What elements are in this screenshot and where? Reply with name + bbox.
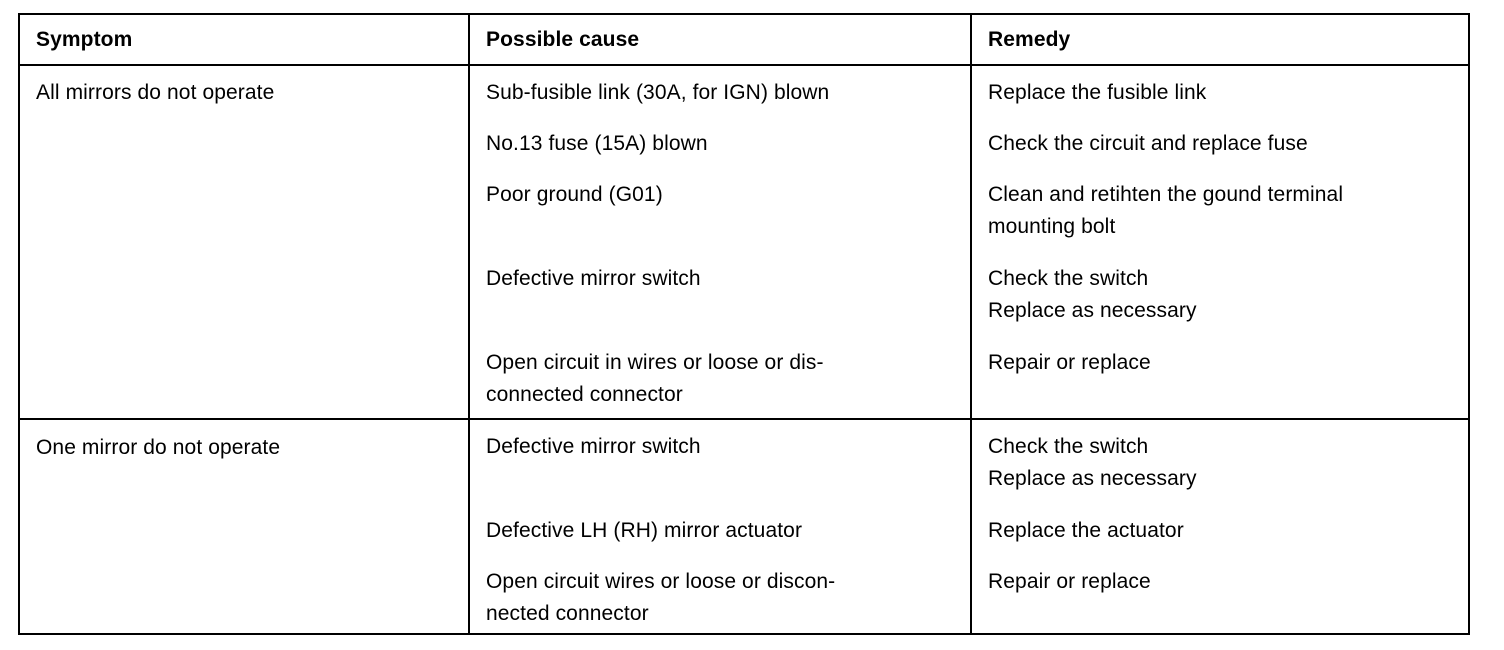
cause-text: Defective mirror switch [486,267,701,290]
cause-text: Open circuit wires or loose or discon- n… [486,570,836,625]
table-header-row: Symptom Possible cause Remedy [20,15,1468,64]
remedy-text: Repair or replace [988,351,1151,374]
remedy-text: Check the switch Replace as necessary [988,435,1197,490]
table-row: One mirror do not operate [36,436,281,459]
troubleshooting-table: Symptom Possible cause Remedy All mirror… [18,13,1470,635]
cause-text: Defective LH (RH) mirror actuator [486,519,803,542]
cause-text: No.13 fuse (15A) blown [486,132,708,155]
column-divider-symptom-cause [468,15,470,633]
cause-text: Open circuit in wires or loose or dis- c… [486,351,824,406]
header-symptom: Symptom [36,27,133,51]
header-remedy: Remedy [988,27,1071,51]
remedy-text: Replace the actuator [988,519,1184,542]
table-row: All mirrors do not operate [36,81,275,104]
header-possible-cause: Possible cause [486,27,640,51]
cause-text: Sub-fusible link (30A, for IGN) blown [486,81,830,104]
row-divider [20,418,1468,420]
remedy-text: Check the circuit and replace fuse [988,132,1308,155]
remedy-text: Repair or replace [988,570,1151,593]
column-divider-cause-remedy [970,15,972,633]
remedy-text: Clean and retihten the gound terminal mo… [988,183,1344,238]
cause-text: Poor ground (G01) [486,183,663,206]
remedy-text: Check the switch Replace as necessary [988,267,1197,322]
remedy-text: Replace the fusible link [988,81,1207,104]
cause-text: Defective mirror switch [486,435,701,458]
header-divider [20,64,1468,66]
